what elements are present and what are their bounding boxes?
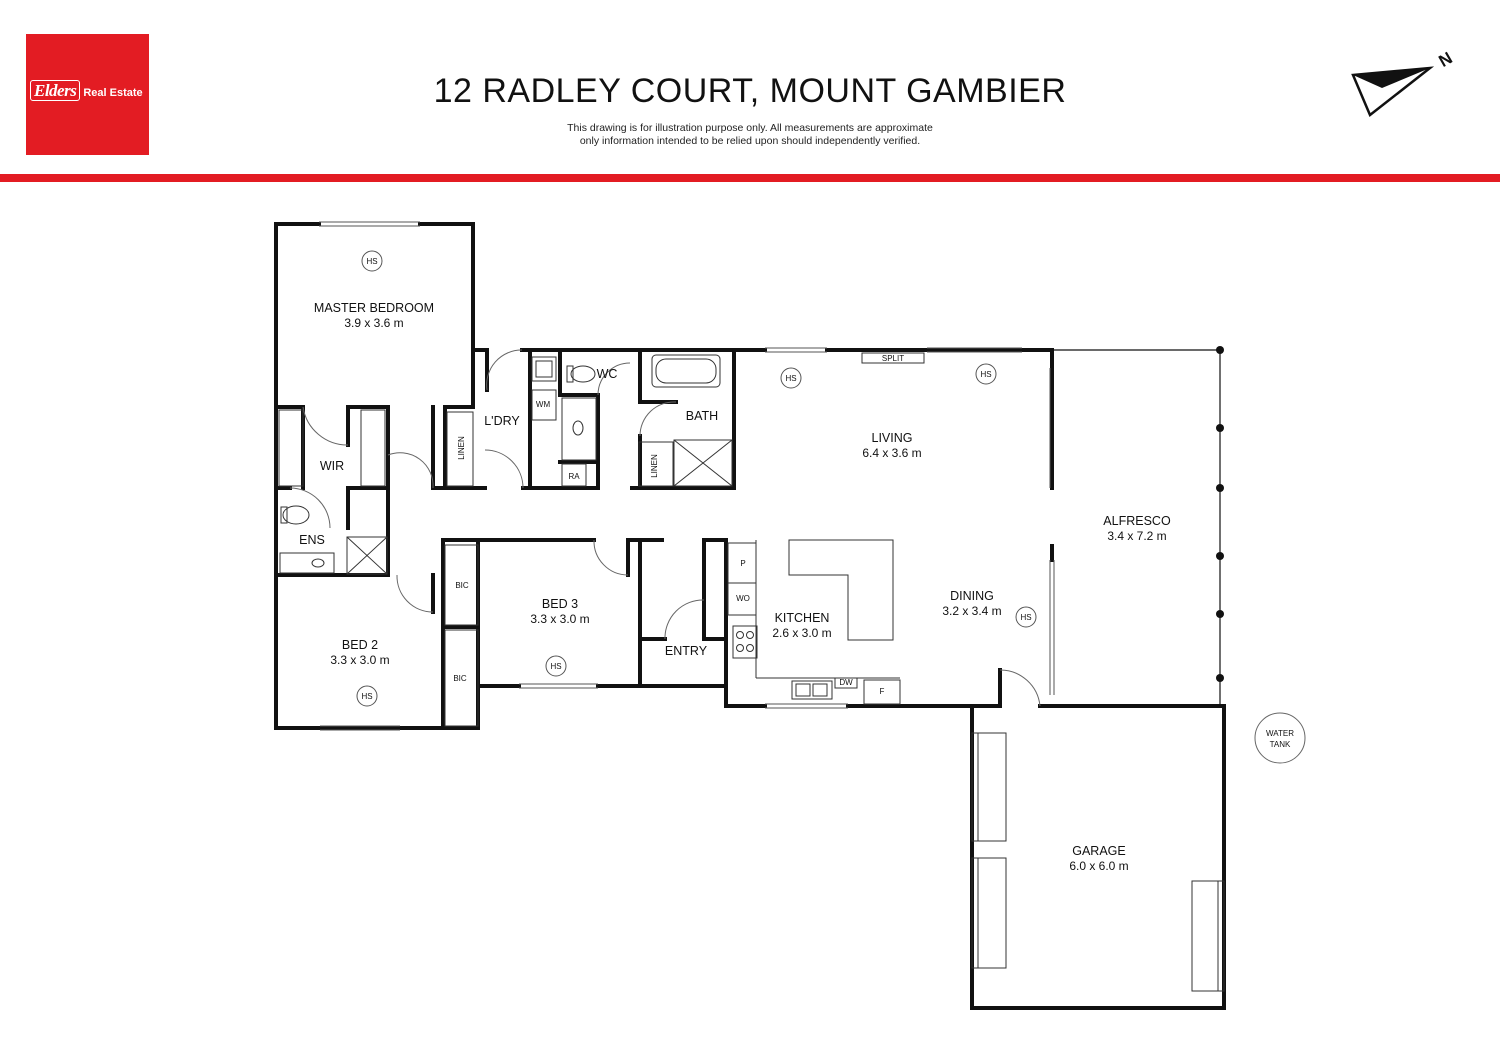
bic-label-2: BIC xyxy=(453,674,467,683)
dining-name: DINING xyxy=(950,589,994,603)
north-arrow-icon: N xyxy=(1351,48,1456,117)
alfresco-posts xyxy=(1216,346,1224,682)
disclaimer-line-1: This drawing is for illustration purpose… xyxy=(567,122,933,134)
svg-text:HS: HS xyxy=(550,662,561,671)
svg-text:HS: HS xyxy=(980,370,991,379)
bic-label-1: BIC xyxy=(455,581,469,590)
water-tank-line1: WATER xyxy=(1266,729,1294,738)
living-name: LIVING xyxy=(872,431,913,445)
garage-name: GARAGE xyxy=(1072,844,1126,858)
water-tank-line2: TANK xyxy=(1270,740,1291,749)
laundry-name: L'DRY xyxy=(484,414,520,428)
fixtures xyxy=(278,352,1225,992)
smoke-detectors: HS HS HS HS HS HS xyxy=(356,250,1037,707)
wm-label: WM xyxy=(536,400,551,409)
entry-name: ENTRY xyxy=(665,644,708,658)
water-tank: WATER TANK xyxy=(1254,712,1306,764)
bed2-dims: 3.3 x 3.0 m xyxy=(330,653,389,667)
alfresco-name: ALFRESCO xyxy=(1103,514,1171,528)
pantry-label: P xyxy=(740,559,745,568)
disclaimer: This drawing is for illustration purpose… xyxy=(0,122,1500,148)
north-label: N xyxy=(1436,48,1456,71)
room-labels: MASTER BEDROOM 3.9 x 3.6 m WIR ENS BED 2… xyxy=(299,301,1171,873)
hs-bed2: HS xyxy=(356,685,378,707)
bath-name: BATH xyxy=(686,409,718,423)
logo-suffix: Real Estate xyxy=(83,87,143,99)
fixture-labels: SPLIT WM RA LINEN LINEN BIC BIC P WO DW … xyxy=(453,354,904,696)
alfresco-dims: 3.4 x 7.2 m xyxy=(1107,529,1166,543)
bed3-name: BED 3 xyxy=(542,597,578,611)
master-bedroom-name: MASTER BEDROOM xyxy=(314,301,434,315)
split-label: SPLIT xyxy=(882,354,904,363)
fridge-label: F xyxy=(880,687,885,696)
dining-dims: 3.2 x 3.4 m xyxy=(942,604,1001,618)
hs-dining: HS xyxy=(1015,606,1037,628)
hs-master: HS xyxy=(361,250,383,272)
wc-name: WC xyxy=(597,367,618,381)
property-address-title: 12 RADLEY COURT, MOUNT GAMBIER xyxy=(433,72,1067,110)
svg-text:HS: HS xyxy=(361,692,372,701)
walls xyxy=(274,222,1226,1010)
hs-living-1: HS xyxy=(780,367,802,389)
ra-label: RA xyxy=(568,472,580,481)
dishwasher-label: DW xyxy=(839,678,853,687)
logo-wordmark: Elders xyxy=(30,80,81,101)
door-swings xyxy=(289,349,1041,707)
hs-living-2: HS xyxy=(975,363,997,385)
wall-oven-label: WO xyxy=(736,594,750,603)
svg-text:HS: HS xyxy=(366,257,377,266)
garage-dims: 6.0 x 6.0 m xyxy=(1069,859,1128,873)
kitchen-dims: 2.6 x 3.0 m xyxy=(772,626,831,640)
svg-text:HS: HS xyxy=(1020,613,1031,622)
living-dims: 6.4 x 3.6 m xyxy=(862,446,921,460)
linen-label-2: LINEN xyxy=(650,454,659,478)
bed3-dims: 3.3 x 3.0 m xyxy=(530,612,589,626)
master-bedroom-dims: 3.9 x 3.6 m xyxy=(344,316,403,330)
kitchen-name: KITCHEN xyxy=(775,611,830,625)
bed2-name: BED 2 xyxy=(342,638,378,652)
linen-label-1: LINEN xyxy=(457,436,466,460)
windows xyxy=(319,221,1221,731)
header-divider xyxy=(0,174,1500,182)
disclaimer-line-2: only information intended to be relied u… xyxy=(579,135,921,147)
ens-name: ENS xyxy=(299,533,325,547)
hs-bed3: HS xyxy=(545,655,567,677)
wir-name: WIR xyxy=(320,459,344,473)
svg-text:HS: HS xyxy=(785,374,796,383)
